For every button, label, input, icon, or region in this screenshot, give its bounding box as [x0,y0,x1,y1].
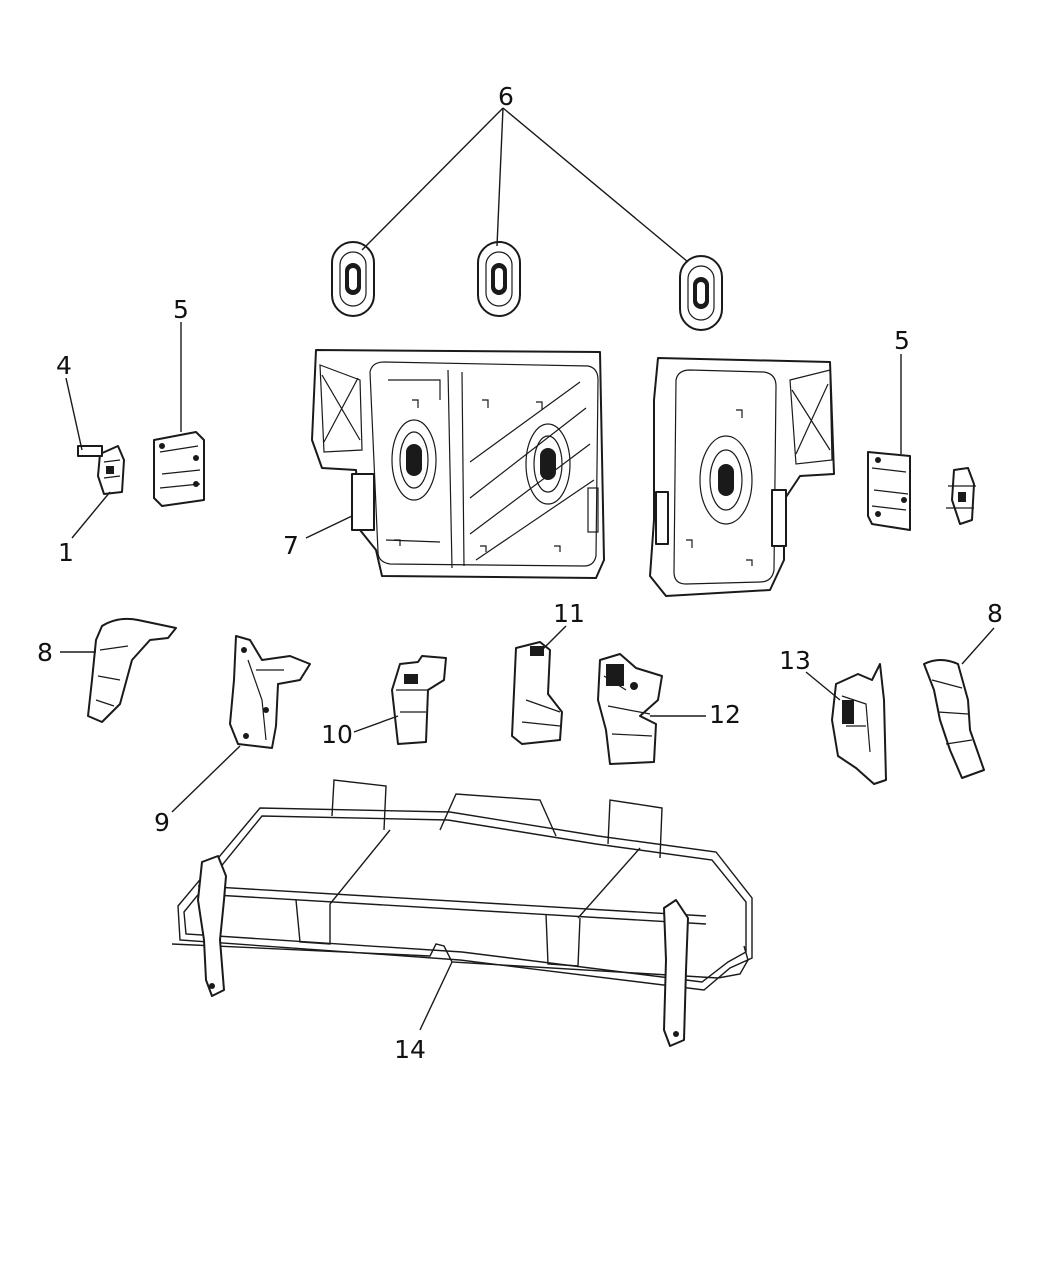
callout-12: 12 [709,700,741,729]
part-10-bracket [391,655,447,745]
part-8-cover-left [87,617,177,723]
callout-8-right: 8 [987,599,1003,628]
callout-4: 4 [56,351,72,380]
grommet-center [477,241,521,317]
callout-13: 13 [779,646,811,675]
callout-1: 1 [58,538,74,567]
grommet-left [331,241,375,317]
part-5-bracket-left [153,431,205,507]
callout-6: 6 [498,82,514,111]
part-4-cable [77,445,103,457]
part-7-seat-back-panel-left [311,349,605,579]
grommet-right [679,255,723,331]
callout-11: 11 [553,599,585,628]
callout-10: 10 [321,720,353,749]
part-5-bracket-right [867,451,911,531]
callout-5-right: 5 [894,326,910,355]
part-11-cover [511,641,563,745]
callout-14: 14 [394,1035,426,1064]
part-14-seat-frame [171,779,753,1047]
part-12-latch-mechanism [597,653,663,765]
part-1-latch-right [946,467,976,525]
part-9-hinge-bracket [229,635,311,749]
callout-5-left: 5 [173,295,189,324]
leader-lines [60,107,995,1031]
callout-7: 7 [283,531,299,560]
part-13-latch [831,663,887,785]
part-1-latch-left [97,445,125,495]
callout-8-left: 8 [37,638,53,667]
callout-9: 9 [154,808,170,837]
part-8-cover-right [923,659,985,779]
part-7-seat-back-panel-right [649,357,835,597]
callout-labels: 6 5 5 4 1 7 11 8 8 13 12 10 9 14 [37,82,1003,1064]
part-6-grommets [331,241,723,331]
